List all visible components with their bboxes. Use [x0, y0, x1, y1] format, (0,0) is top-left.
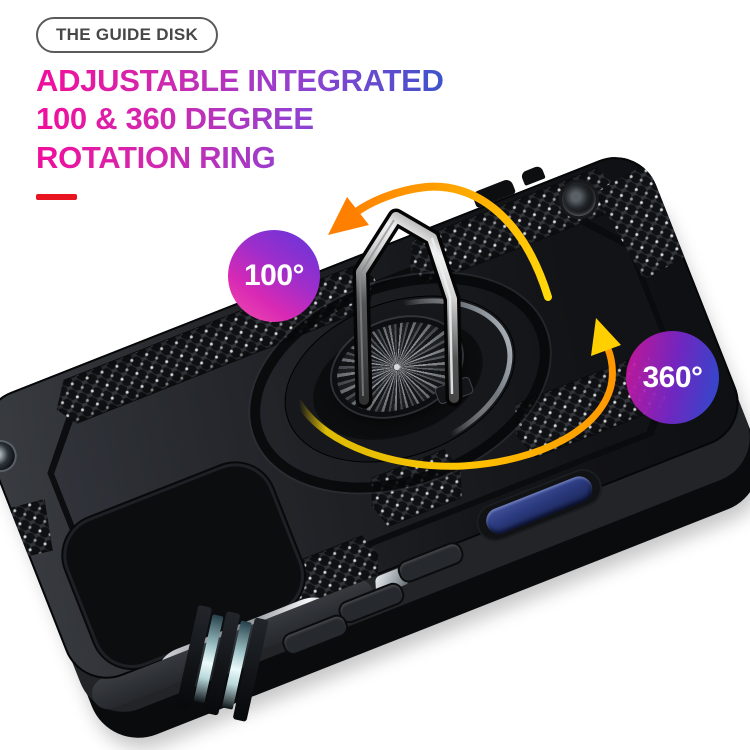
headline-line1: ADJUSTABLE INTEGRATED: [36, 63, 444, 98]
corner-flash-hole: [0, 435, 22, 477]
angle-badge-360-label: 360°: [642, 360, 703, 394]
tagline-pill: THE GUIDE DISK: [36, 17, 219, 53]
headline-line3: ROTATION RING: [36, 139, 276, 175]
angle-badge-100: 100°: [228, 230, 320, 322]
honeycomb-panel: [0, 492, 63, 566]
angle-badge-360: 360°: [626, 331, 719, 424]
tagline-pill-label: THE GUIDE DISK: [56, 25, 199, 44]
red-accent-bar: [36, 194, 77, 200]
headline-line2: 100 & 360 DEGREE: [36, 101, 314, 137]
headline: ADJUSTABLE INTEGRATED 100 & 360 DEGREE R…: [36, 62, 468, 177]
phone-case: [0, 144, 750, 750]
angle-badge-100-label: 100°: [243, 259, 305, 292]
